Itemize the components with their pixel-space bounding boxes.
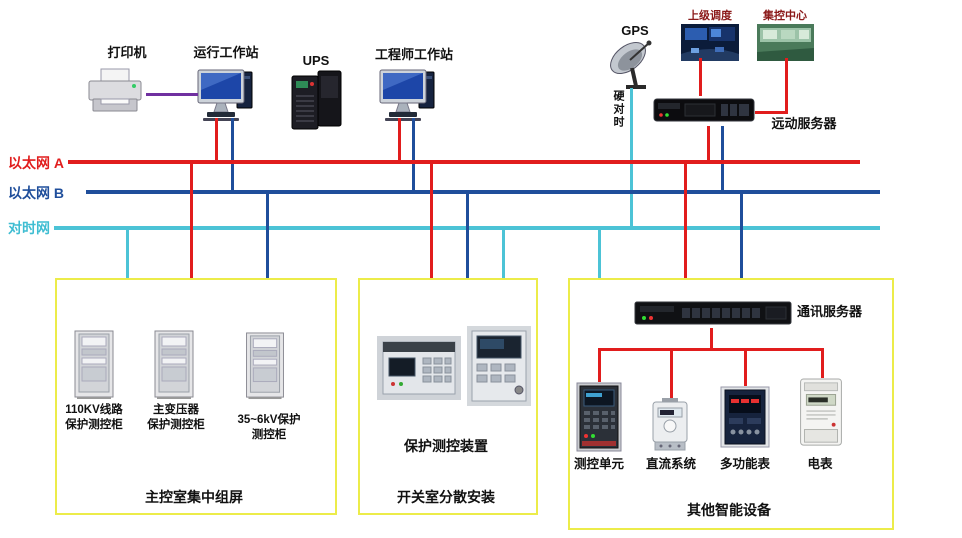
printer-icon xyxy=(88,68,142,112)
device-drop-1 xyxy=(598,348,601,382)
gps-dish-icon xyxy=(610,40,652,89)
zone3-title: 其他智能设备 xyxy=(687,502,771,518)
device-label-3: 多功能表 xyxy=(719,457,770,471)
printer-label: 打印机 xyxy=(107,45,147,60)
cabinet-label-1: 110KV线路 保护测控柜 xyxy=(56,403,132,433)
bus-ethernet-a xyxy=(68,160,860,164)
device-drop-4 xyxy=(821,348,824,378)
zone3-drop-a xyxy=(684,164,687,278)
protection-device-icon-1 xyxy=(377,336,461,400)
device-drop-2 xyxy=(670,348,673,398)
cabinet-label-2: 主变压器 保护测控柜 xyxy=(144,403,208,433)
cabinet-icon-3 xyxy=(246,332,284,400)
operator-workstation-icon xyxy=(197,69,253,121)
zone2-drop-a xyxy=(430,164,433,278)
bus-ethernet-b xyxy=(86,190,880,194)
central-control-link-h xyxy=(755,111,788,114)
cabinet-label-2-line2: 保护测控柜 xyxy=(147,418,205,431)
central-control-photo xyxy=(757,24,814,61)
server-drop-a xyxy=(707,126,710,164)
zone1-drop-b xyxy=(266,194,269,278)
zone1-drop-a xyxy=(190,164,193,278)
upper-dispatch-label: 上级调度 xyxy=(688,10,732,22)
comm-server-icon xyxy=(634,301,792,325)
central-control-link-v xyxy=(785,58,788,113)
zone-other-devices xyxy=(568,278,894,530)
protection-device-icon-2 xyxy=(467,326,531,406)
ups-icon xyxy=(291,70,342,130)
comm-server-feed xyxy=(710,328,713,348)
cabinet-icon-2 xyxy=(154,330,194,399)
telecontrol-server-icon xyxy=(653,98,755,122)
zone-switch-room xyxy=(358,278,538,515)
engineer-drop-b xyxy=(412,118,415,194)
bus-label-ethernet-b: 以太网 B xyxy=(8,185,64,201)
cabinet-icon-1 xyxy=(74,330,114,399)
zone1-title: 主控室集中组屏 xyxy=(145,489,243,505)
cabinet-label-3: 35~6kV保护 测控柜 xyxy=(230,413,308,443)
device-drop-3 xyxy=(744,348,747,386)
multifunction-meter-icon xyxy=(720,386,770,448)
cabinet-label-3-line2: 测控柜 xyxy=(251,428,287,441)
engineer-workstation-label: 工程师工作站 xyxy=(374,47,453,62)
gps-time-link xyxy=(630,88,633,230)
cabinet-label-1-line1: 110KV线路 xyxy=(65,404,123,416)
hard-time-sync-label: 硬对时 xyxy=(612,90,624,129)
cabinet-label-2-line1: 主变压器 xyxy=(153,404,199,416)
dc-system-meter-icon xyxy=(652,398,688,451)
zone3-drop-b xyxy=(740,194,743,278)
ups-label: UPS xyxy=(302,53,330,68)
comm-server-label: 通讯服务器 xyxy=(797,304,863,319)
operator-workstation-label: 运行工作站 xyxy=(193,45,259,60)
zone3-drop-time xyxy=(598,230,601,278)
zone2-title: 开关室分散安装 xyxy=(397,489,495,505)
zone-main-control-room xyxy=(55,278,337,515)
printer-link xyxy=(146,93,198,96)
telecontrol-server-label: 远动服务器 xyxy=(771,116,837,131)
device-label-2: 直流系统 xyxy=(645,457,696,471)
measure-control-unit-icon xyxy=(576,382,622,452)
engineer-workstation-icon xyxy=(379,69,435,121)
device-label-4: 电表 xyxy=(807,457,833,471)
cabinet-label-1-line2: 保护测控柜 xyxy=(65,418,123,431)
engineer-drop-a xyxy=(398,118,401,164)
zone2-drop-time xyxy=(502,230,505,278)
device-label-1: 测控单元 xyxy=(573,457,624,471)
protection-device-label: 保护测控装置 xyxy=(404,438,488,454)
operator-drop-a xyxy=(215,118,218,164)
gps-label: GPS xyxy=(621,23,649,38)
central-control-label: 集控中心 xyxy=(763,10,807,22)
operator-drop-b xyxy=(231,118,234,194)
energy-meter-icon xyxy=(800,378,842,446)
dispatch-link xyxy=(699,58,702,96)
zone1-drop-time xyxy=(126,230,129,278)
zone2-drop-b xyxy=(466,194,469,278)
bus-label-ethernet-a: 以太网 A xyxy=(8,155,64,171)
upper-dispatch-photo xyxy=(681,24,739,61)
device-bus xyxy=(598,348,824,351)
cabinet-label-3-line1: 35~6kV保护 xyxy=(237,414,301,426)
bus-label-time-net: 对时网 xyxy=(8,220,50,236)
